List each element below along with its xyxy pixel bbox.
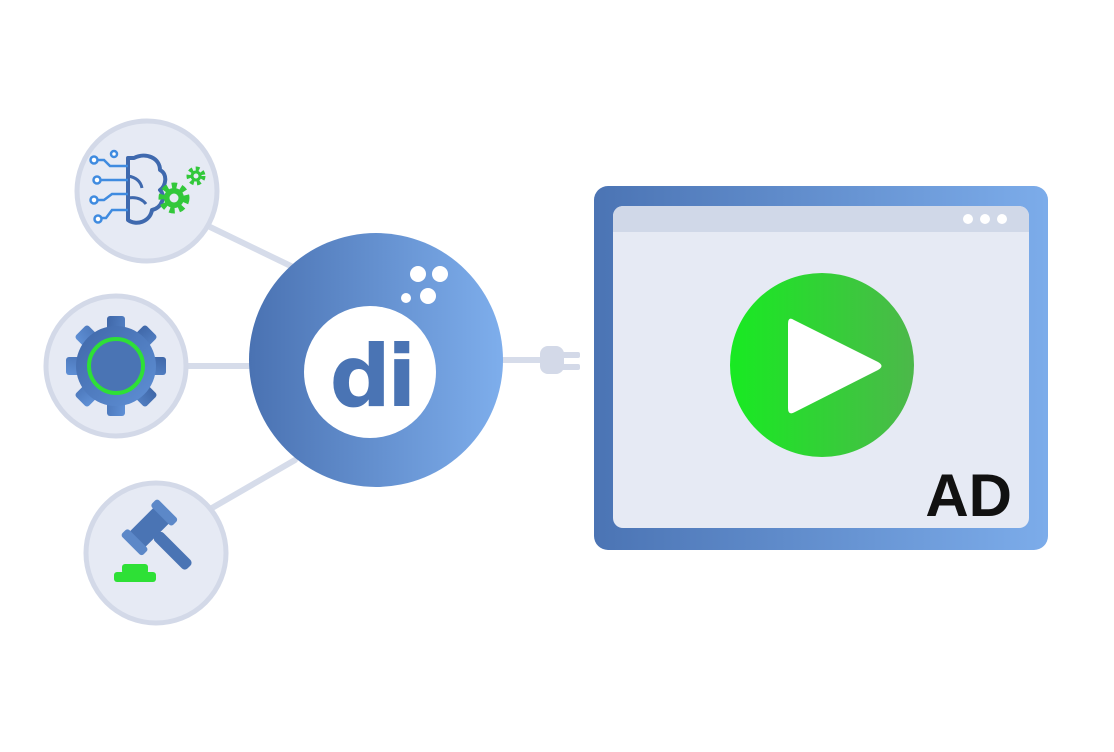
brain-gear-icon — [89, 149, 206, 225]
logo-text: di — [329, 327, 412, 427]
logo-badge — [304, 306, 436, 438]
ad-window-titlebar — [613, 206, 1029, 232]
bubbles-icon — [401, 266, 448, 304]
gear-icon — [66, 316, 166, 416]
plug-icon — [540, 346, 580, 374]
play-icon[interactable] — [788, 318, 882, 414]
satellite-ai-brain — [74, 118, 220, 264]
ad-window: AD — [594, 186, 1048, 550]
satellite-auction — [83, 480, 229, 626]
line-to-ai — [205, 223, 298, 271]
hub-node: di — [249, 233, 503, 487]
gavel-icon — [114, 499, 192, 582]
play-button[interactable] — [730, 273, 914, 457]
satellite-settings — [43, 293, 189, 439]
three-dots-icon[interactable] — [963, 214, 1007, 224]
ad-label: AD — [925, 462, 1012, 529]
line-to-auction — [209, 457, 298, 511]
